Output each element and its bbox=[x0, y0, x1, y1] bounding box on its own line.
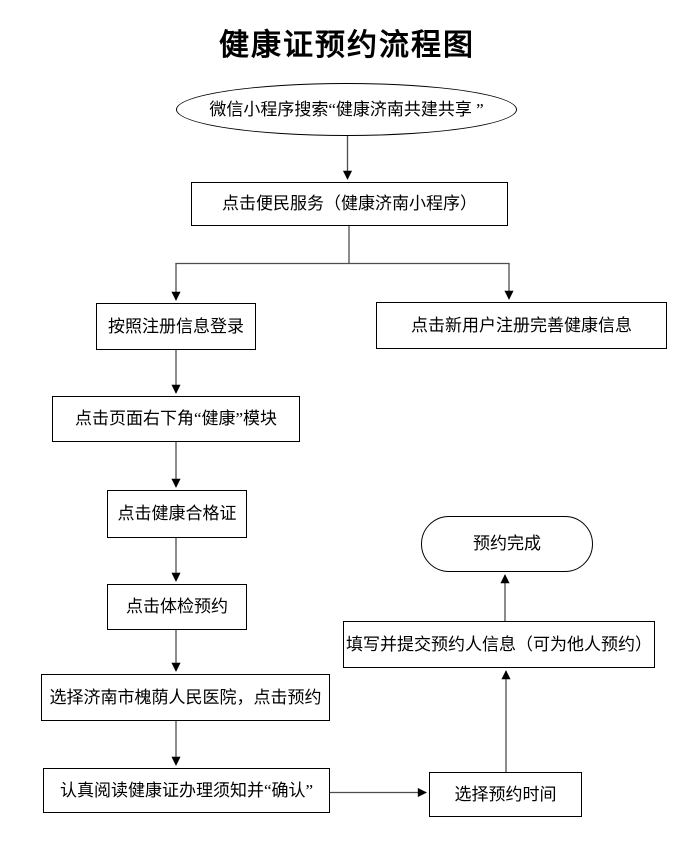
flow-node-hospital: 选择济南市槐荫人民医院，点击预约 bbox=[41, 674, 330, 721]
flow-node-select-time: 选择预约时间 bbox=[429, 772, 582, 817]
flow-node-register: 点击新用户注册完善健康信息 bbox=[376, 302, 667, 349]
flow-node-start: 微信小程序搜索“健康济南共建共享 ” bbox=[176, 83, 517, 136]
flow-node-exam-booking: 点击体检预约 bbox=[107, 584, 247, 630]
flow-node-login: 按照注册信息登录 bbox=[96, 303, 256, 350]
flow-node-done: 预约完成 bbox=[421, 516, 593, 572]
page-title: 健康证预约流程图 bbox=[219, 29, 475, 62]
flow-node-submit-info: 填写并提交预约人信息（可为他人预约） bbox=[343, 621, 655, 668]
flow-node-service: 点击便民服务（健康济南小程序） bbox=[191, 182, 508, 226]
flow-node-notice-confirm: 认真阅读健康证办理须知并“确认” bbox=[43, 768, 330, 813]
flow-node-health-cert: 点击健康合格证 bbox=[107, 490, 247, 538]
flow-node-health-module: 点击页面右下角“健康”模块 bbox=[52, 396, 300, 442]
